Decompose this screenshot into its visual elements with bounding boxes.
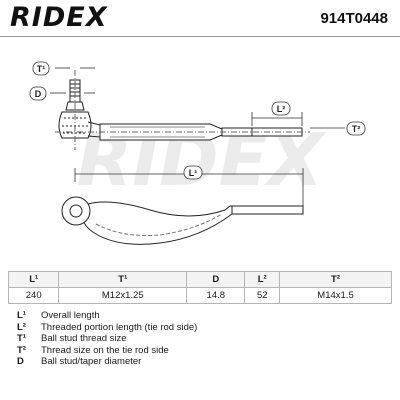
legend: L¹ Overall length L² Threaded portion le… [17,310,197,368]
label-l1: L¹ [183,165,203,180]
svg-text:L²: L² [277,104,286,114]
brand-logo: RIDEX [10,2,108,33]
spec-value-t1: M12x1.25 [58,287,188,304]
label-t2: T² [346,121,366,136]
header-divider [0,36,400,37]
label-d: D [29,86,47,101]
legend-text: Overall length [41,310,100,321]
label-t1: T¹ [32,61,50,76]
legend-symbol: D [17,356,24,367]
spec-table: L¹ T¹ D L² T² 240 M12x1.25 14.8 52 M14x1… [7,271,392,304]
svg-text:L¹: L¹ [189,168,198,178]
svg-text:D: D [35,89,42,99]
svg-text:T¹: T¹ [37,64,46,74]
legend-item: T² Thread size on the tie rod side [17,345,197,357]
label-l2: L² [271,101,291,116]
spec-header-l2: L² [244,271,281,288]
spec-value-l1: 240 [7,287,60,304]
spec-header-row: L¹ T¹ D L² T² [7,271,392,288]
legend-item: T¹ Ball stud thread size [17,333,197,345]
tie-rod-end-top-view [55,70,310,150]
legend-item: L² Threaded portion length (tie rod side… [17,322,197,334]
spec-header-t2: T² [279,271,392,288]
legend-symbol: T² [17,344,26,356]
svg-text:T²: T² [352,124,361,134]
legend-item: L¹ Overall length [17,310,197,322]
spec-header-d: D [186,271,246,288]
legend-symbol: T¹ [17,333,26,344]
spec-value-d: 14.8 [186,287,246,304]
legend-text: Ball stud thread size [41,333,127,344]
spec-value-t2: M14x1.5 [279,287,392,304]
spec-value-row: 240 M12x1.25 14.8 52 M14x1.5 [7,287,392,304]
legend-text: Threaded portion length (tie rod side) [41,321,198,333]
part-number: 914T0448 [320,10,388,27]
header: RIDEX 914T0448 [0,0,400,34]
spec-header-l1: L¹ [7,271,60,288]
tie-rod-end-side-view [61,196,304,245]
legend-item: D Ball stud/taper diameter [17,356,197,368]
legend-text: Ball stud/taper diameter [41,356,142,367]
spec-value-l2: 52 [244,287,281,304]
technical-drawing: RIDEX T¹ D [29,61,366,245]
legend-symbol: L² [17,321,26,333]
legend-symbol: L¹ [17,310,26,321]
legend-text: Thread size on the tie rod side [41,344,169,356]
spec-header-t1: T¹ [58,271,188,288]
